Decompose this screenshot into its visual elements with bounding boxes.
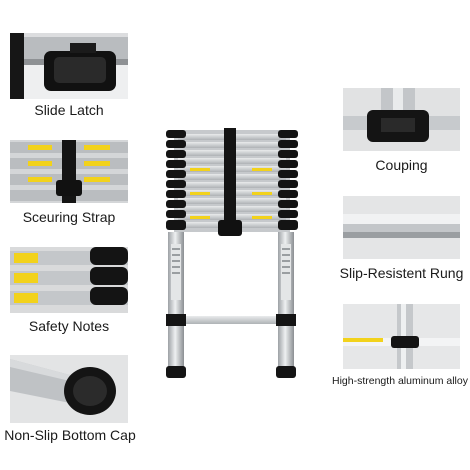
securing-strap-photo <box>10 140 128 203</box>
slide-latch-caption: Slide Latch <box>34 102 104 118</box>
telescopic-ladder-image <box>166 128 298 378</box>
alloy-photo <box>343 304 460 369</box>
rung-caption: Slip-Resistent Rung <box>339 265 464 281</box>
safety-notes-caption: Safety Notes <box>28 318 110 334</box>
bottom-cap-photo <box>10 355 128 423</box>
rung-photo <box>343 196 460 259</box>
alloy-caption: High-strength aluminum alloy <box>332 375 468 387</box>
safety-notes-photo <box>10 247 128 313</box>
couping-photo <box>343 88 460 151</box>
couping-caption: Couping <box>375 157 428 173</box>
securing-strap-caption: Sceuring Strap <box>22 209 116 225</box>
slide-latch-photo <box>10 33 128 99</box>
bottom-cap-caption: Non-Slip Bottom Cap <box>4 427 136 443</box>
